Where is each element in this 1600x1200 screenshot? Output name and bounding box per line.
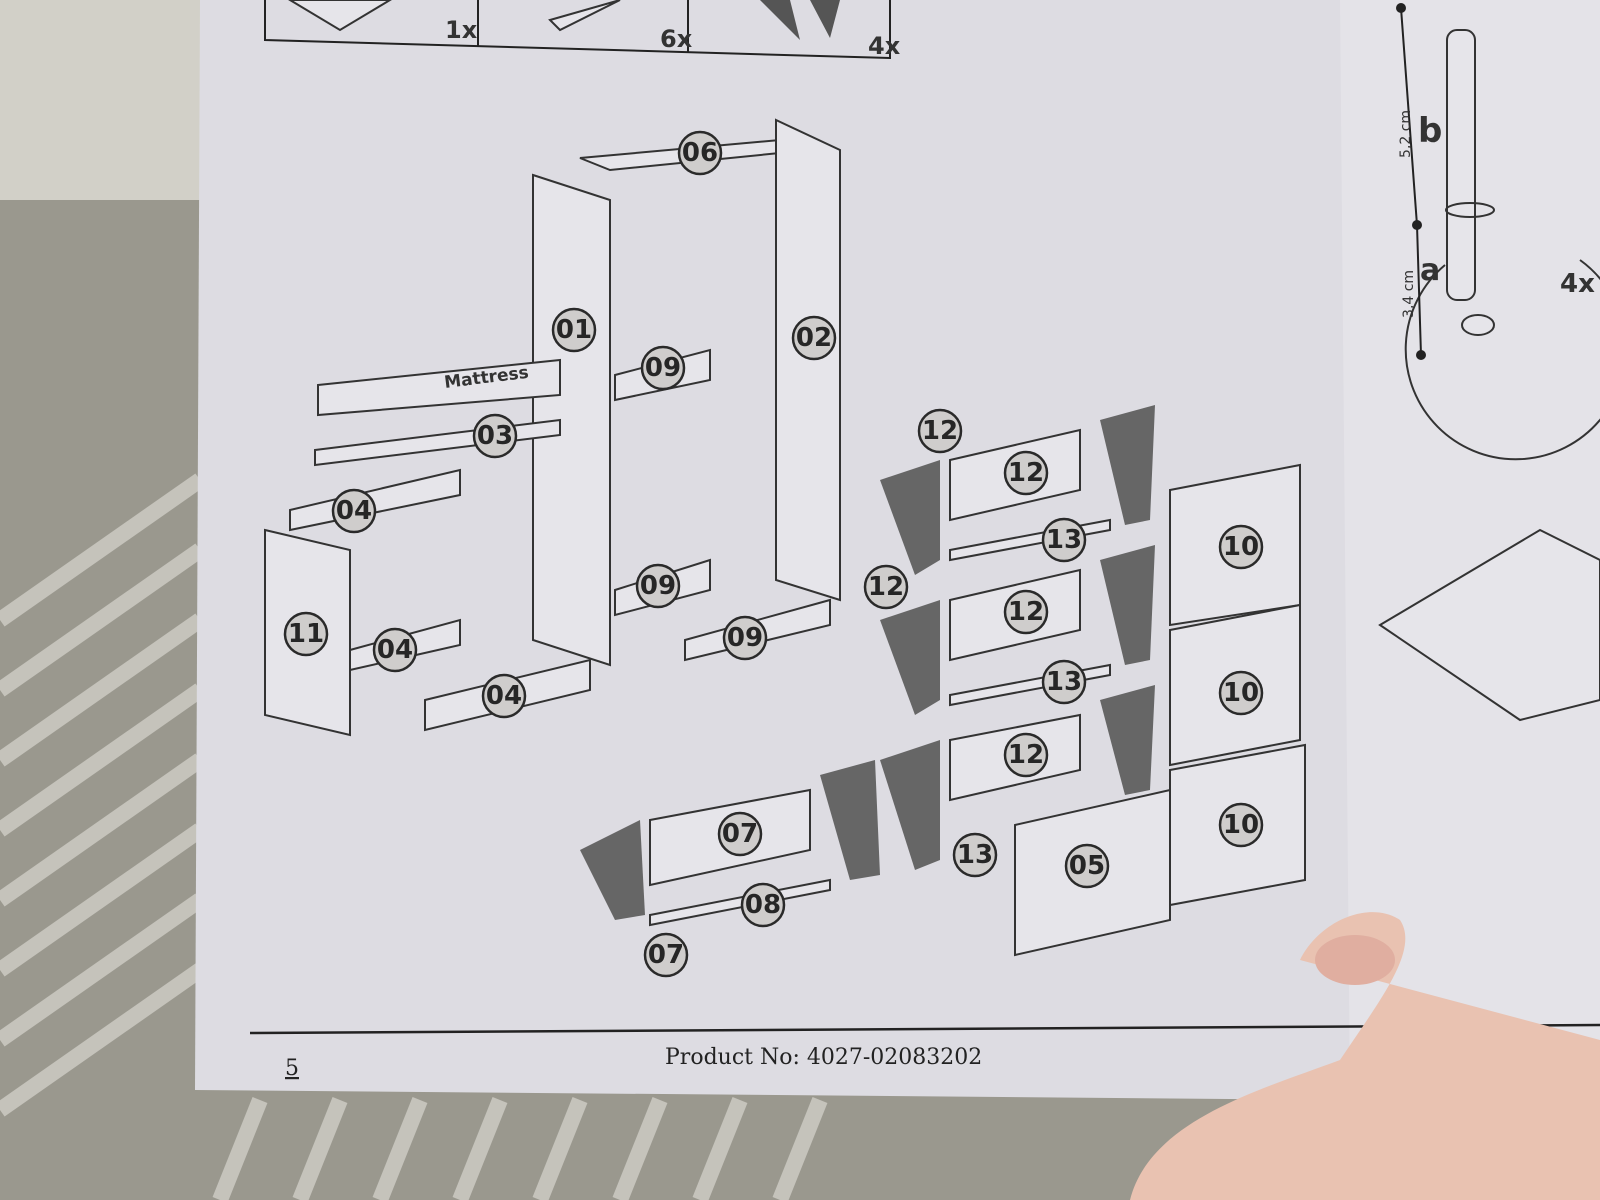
- part-label-06: 06: [677, 130, 723, 176]
- part-label-02: 02: [791, 315, 837, 361]
- svg-text:12: 12: [922, 416, 958, 446]
- part-label-03: 03: [472, 413, 518, 459]
- svg-text:09: 09: [640, 571, 676, 601]
- part-label-04: 04: [372, 627, 418, 673]
- mattress: [317, 358, 561, 417]
- part-label-09: 09: [640, 345, 686, 391]
- svg-text:02: 02: [796, 323, 832, 353]
- part-label-13: 13: [1041, 659, 1087, 705]
- panel-02: [775, 118, 841, 602]
- hand: [1130, 912, 1600, 1200]
- part-label-07: 07: [717, 811, 763, 857]
- part-label-08: 08: [740, 882, 786, 928]
- qty-6x: 6x: [660, 25, 693, 53]
- svg-text:4x: 4x: [1560, 269, 1595, 299]
- part-label-11: 11: [283, 611, 329, 657]
- part-label-07: 07: [643, 932, 689, 978]
- part-label-09: 09: [722, 615, 768, 661]
- svg-text:13: 13: [1046, 525, 1082, 555]
- page-number: 5: [285, 1056, 299, 1081]
- svg-text:06: 06: [682, 138, 718, 168]
- parts-table: 1x 6x 4x: [264, 0, 901, 60]
- part-label-12: 12: [1003, 450, 1049, 496]
- product-number: Product No: 4027-02083202: [665, 1045, 982, 1070]
- next-step-panel: [1378, 528, 1600, 722]
- svg-text:5,2 cm: 5,2 cm: [1398, 110, 1414, 158]
- svg-text:04: 04: [486, 681, 522, 711]
- svg-text:08: 08: [745, 890, 781, 920]
- background-stripes: [0, 473, 828, 1200]
- svg-text:05: 05: [1069, 851, 1105, 881]
- qty-1x: 1x: [445, 16, 478, 44]
- svg-text:12: 12: [868, 572, 904, 602]
- svg-text:10: 10: [1223, 678, 1259, 708]
- part-label-01: 01: [551, 307, 597, 353]
- part-label-13: 13: [1041, 517, 1087, 563]
- svg-text:3,4 cm: 3,4 cm: [1401, 270, 1417, 318]
- svg-text:10: 10: [1223, 810, 1259, 840]
- part-label-12: 12: [1003, 732, 1049, 778]
- svg-text:12: 12: [1008, 458, 1044, 488]
- part-label-09: 09: [635, 563, 681, 609]
- part-label-13: 13: [952, 832, 998, 878]
- part-label-05: 05: [1064, 843, 1110, 889]
- part-label-04: 04: [481, 673, 527, 719]
- svg-text:12: 12: [1008, 597, 1044, 627]
- svg-text:07: 07: [722, 819, 758, 849]
- svg-text:04: 04: [377, 635, 413, 665]
- panel-01: [532, 173, 611, 667]
- leg-detail: b a 5,2 cm 3,4 cm 4x: [1378, 3, 1600, 722]
- part-label-04: 04: [331, 488, 377, 534]
- svg-text:13: 13: [1046, 667, 1082, 697]
- svg-text:07: 07: [648, 940, 684, 970]
- svg-text:b: b: [1418, 111, 1442, 151]
- part-label-10: 10: [1218, 802, 1264, 848]
- brackets: [580, 405, 1155, 920]
- svg-text:a: a: [1420, 253, 1440, 288]
- svg-text:09: 09: [645, 353, 681, 383]
- svg-text:04: 04: [336, 496, 372, 526]
- svg-text:13: 13: [957, 840, 993, 870]
- svg-text:10: 10: [1223, 532, 1259, 562]
- background-wall-upper: [0, 0, 200, 200]
- part-label-10: 10: [1218, 670, 1264, 716]
- svg-text:03: 03: [477, 421, 513, 451]
- part-label-12: 12: [917, 408, 963, 454]
- svg-text:11: 11: [288, 619, 324, 649]
- part-label-12: 12: [863, 564, 909, 610]
- svg-text:01: 01: [556, 315, 592, 345]
- part-label-10: 10: [1218, 524, 1264, 570]
- qty-4x: 4x: [868, 32, 901, 60]
- svg-text:12: 12: [1008, 740, 1044, 770]
- svg-text:09: 09: [727, 623, 763, 653]
- part-label-12: 12: [1003, 589, 1049, 635]
